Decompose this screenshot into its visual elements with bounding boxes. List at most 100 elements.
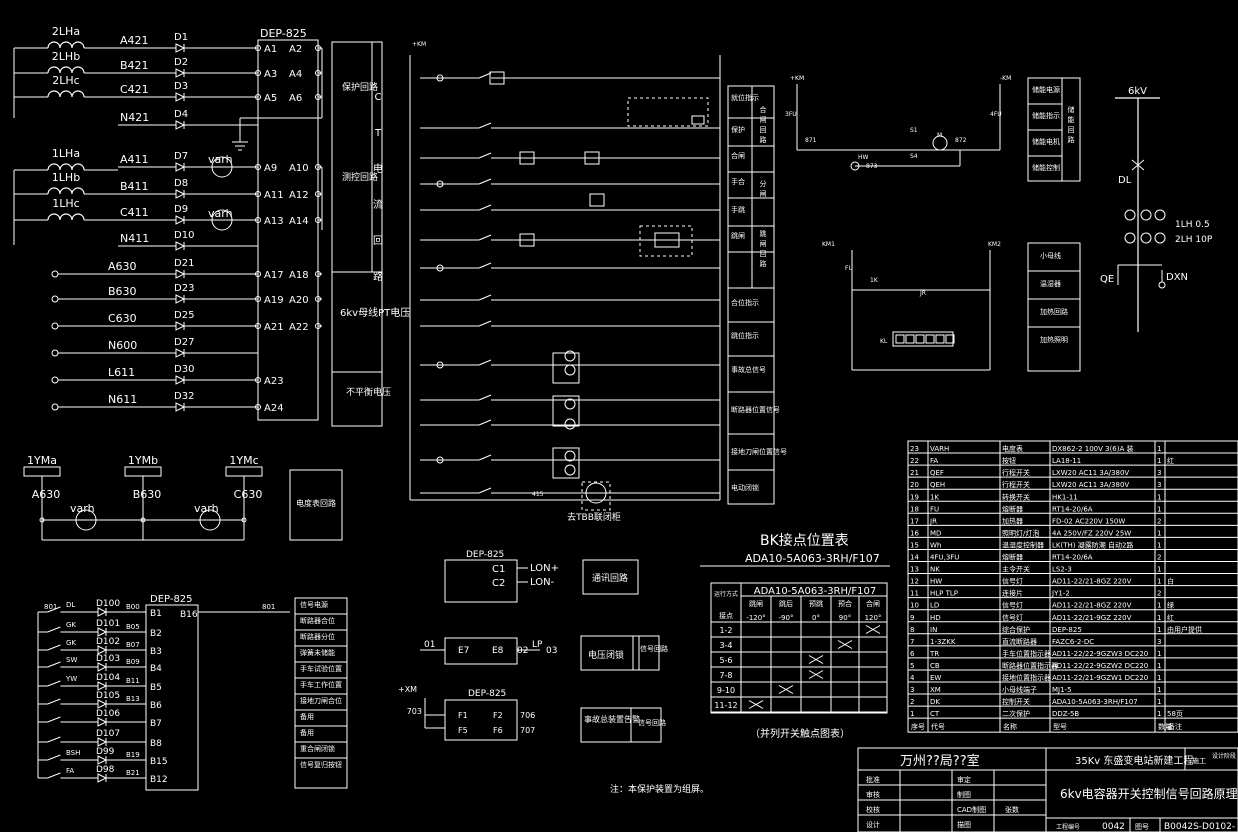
parts-cell-spec: JY1-2: [1051, 590, 1070, 598]
ct-icon: [1140, 232, 1152, 244]
diode-label: D8: [174, 178, 188, 189]
input-desc-box: [294, 597, 348, 789]
input-contact-icon: [47, 661, 61, 668]
meter-box: [289, 469, 343, 541]
voltage-box-label: 信号回路: [640, 644, 668, 653]
parts-cell-spec: AD11-22/22-9GZW3 DC220: [1052, 650, 1148, 658]
parts-cell-name: 连接片: [1002, 589, 1023, 598]
parts-cell-no: 3: [910, 686, 914, 694]
bk-cross-icon: [808, 670, 824, 679]
input-contact-icon: [47, 644, 61, 651]
input-contact-icon: [47, 606, 61, 613]
voltage-box-a: [580, 635, 640, 671]
parts-cell-qty: 2: [1157, 517, 1161, 525]
parts-cell-no: 13: [910, 566, 919, 574]
signal-box-label: 信号回路: [638, 718, 666, 727]
role-label: 描图: [957, 820, 971, 829]
parts-cell-no: 16: [910, 529, 919, 537]
relay-pin: [935, 334, 945, 344]
contact-icon: [478, 234, 492, 241]
varh-label: varh: [194, 502, 219, 515]
parts-cell-name: 温湿度控制器: [1002, 540, 1044, 549]
relay-coil-icon: [519, 151, 535, 165]
e7-label: E7: [458, 646, 469, 656]
parts-cell-spec: FD-02 AC220V 150W: [1052, 517, 1125, 525]
varh-meter-icon: [211, 156, 233, 178]
input-desc: 断路器合位: [300, 616, 335, 625]
parts-cell-no: 12: [910, 578, 919, 586]
diode-icon: [97, 645, 108, 655]
parts-cell-no: 1: [910, 710, 914, 718]
diode-icon: [175, 402, 186, 412]
parts-cell-no: 19: [910, 493, 919, 501]
dep-825-comm: [444, 559, 518, 603]
ct-icon: [1140, 209, 1152, 221]
contact-icon: [478, 320, 492, 327]
bk-row: 7-8: [719, 671, 732, 680]
note-text: 注：本保护装置为组屏。: [610, 783, 709, 795]
role-label: 校核: [866, 805, 880, 814]
heater-relay-icon: [892, 331, 954, 347]
varh-meter-icon: [211, 209, 233, 231]
terminal-label: A24: [264, 403, 284, 414]
switch-label: 1K: [870, 277, 879, 284]
junction-dot: [140, 517, 146, 523]
diode-label: D102: [96, 637, 120, 647]
wire-label: B11: [126, 677, 140, 685]
wire-label: B00: [126, 603, 140, 611]
heater-legend: 加热照明: [1040, 335, 1068, 344]
parts-cell-rem: 红: [1167, 456, 1174, 465]
parts-cell-spec: 4A 250V/FZ 220V 25W: [1052, 529, 1131, 537]
parts-cell-name: 直流断路器: [1002, 637, 1037, 646]
f-label: F2: [493, 711, 503, 720]
control-right-label: 断路器位置信号: [731, 405, 780, 414]
parts-cell-code: EW: [930, 674, 941, 682]
terminal-label: A13: [264, 216, 284, 227]
input-label: B8: [150, 739, 162, 749]
f-label: F6: [493, 726, 503, 735]
terminal-circle: [51, 295, 59, 303]
terminal-label: A19: [264, 295, 284, 306]
heater-legend: 温湿器: [1040, 279, 1061, 288]
comm-box-label: 通讯回路: [592, 572, 628, 584]
heater-legend: 加热回路: [1040, 307, 1068, 316]
parts-cell-no: 4: [910, 674, 915, 682]
junction-dot: [241, 517, 247, 523]
parts-cell-no: 10: [910, 602, 919, 610]
diode-label: D25: [174, 310, 194, 321]
km-label: +KM: [412, 41, 426, 48]
ym-label: 1YMa: [27, 454, 57, 467]
ym-wire-label: A630: [32, 488, 61, 501]
ct-coil-icon: [47, 66, 85, 74]
pt-box: [331, 271, 383, 373]
parts-cell-no: 7: [910, 638, 914, 646]
bk-row: 11-12: [714, 701, 737, 710]
km-label: +KM: [790, 75, 804, 82]
bk-title: BK接点位置表: [760, 532, 849, 549]
parts-cell-qty: 1: [1157, 674, 1161, 682]
control-right-label: 就位指示: [731, 93, 759, 102]
diode-label: D27: [174, 337, 194, 348]
parts-cell-qty: 1: [1157, 614, 1161, 622]
parts-cell-qty: 1: [1157, 529, 1161, 537]
parts-cell-code: XM: [930, 686, 941, 694]
terminal-circle: [51, 349, 59, 357]
terminal-circle: [51, 270, 59, 278]
km-label: KM2: [988, 241, 1001, 248]
terminal-dot: [255, 45, 261, 51]
parts-cell-no: 6: [910, 650, 915, 658]
stage-label: 施工: [1192, 756, 1206, 765]
diode-icon: [97, 662, 108, 672]
diode-label: D7: [174, 151, 188, 162]
contact-icon: [478, 152, 492, 159]
wire-label: A411: [120, 153, 149, 166]
parts-cell-no: 14: [910, 554, 919, 562]
relay-pin: [915, 334, 925, 344]
parts-cell-qty: 2: [1157, 554, 1161, 562]
diode-icon: [97, 773, 108, 783]
ym-wire-label: C630: [234, 488, 263, 501]
input-label: B15: [150, 757, 168, 767]
input-contact-icon: [47, 716, 61, 723]
bk-angle: 90°: [839, 614, 851, 622]
e8-label: E8: [492, 646, 504, 656]
